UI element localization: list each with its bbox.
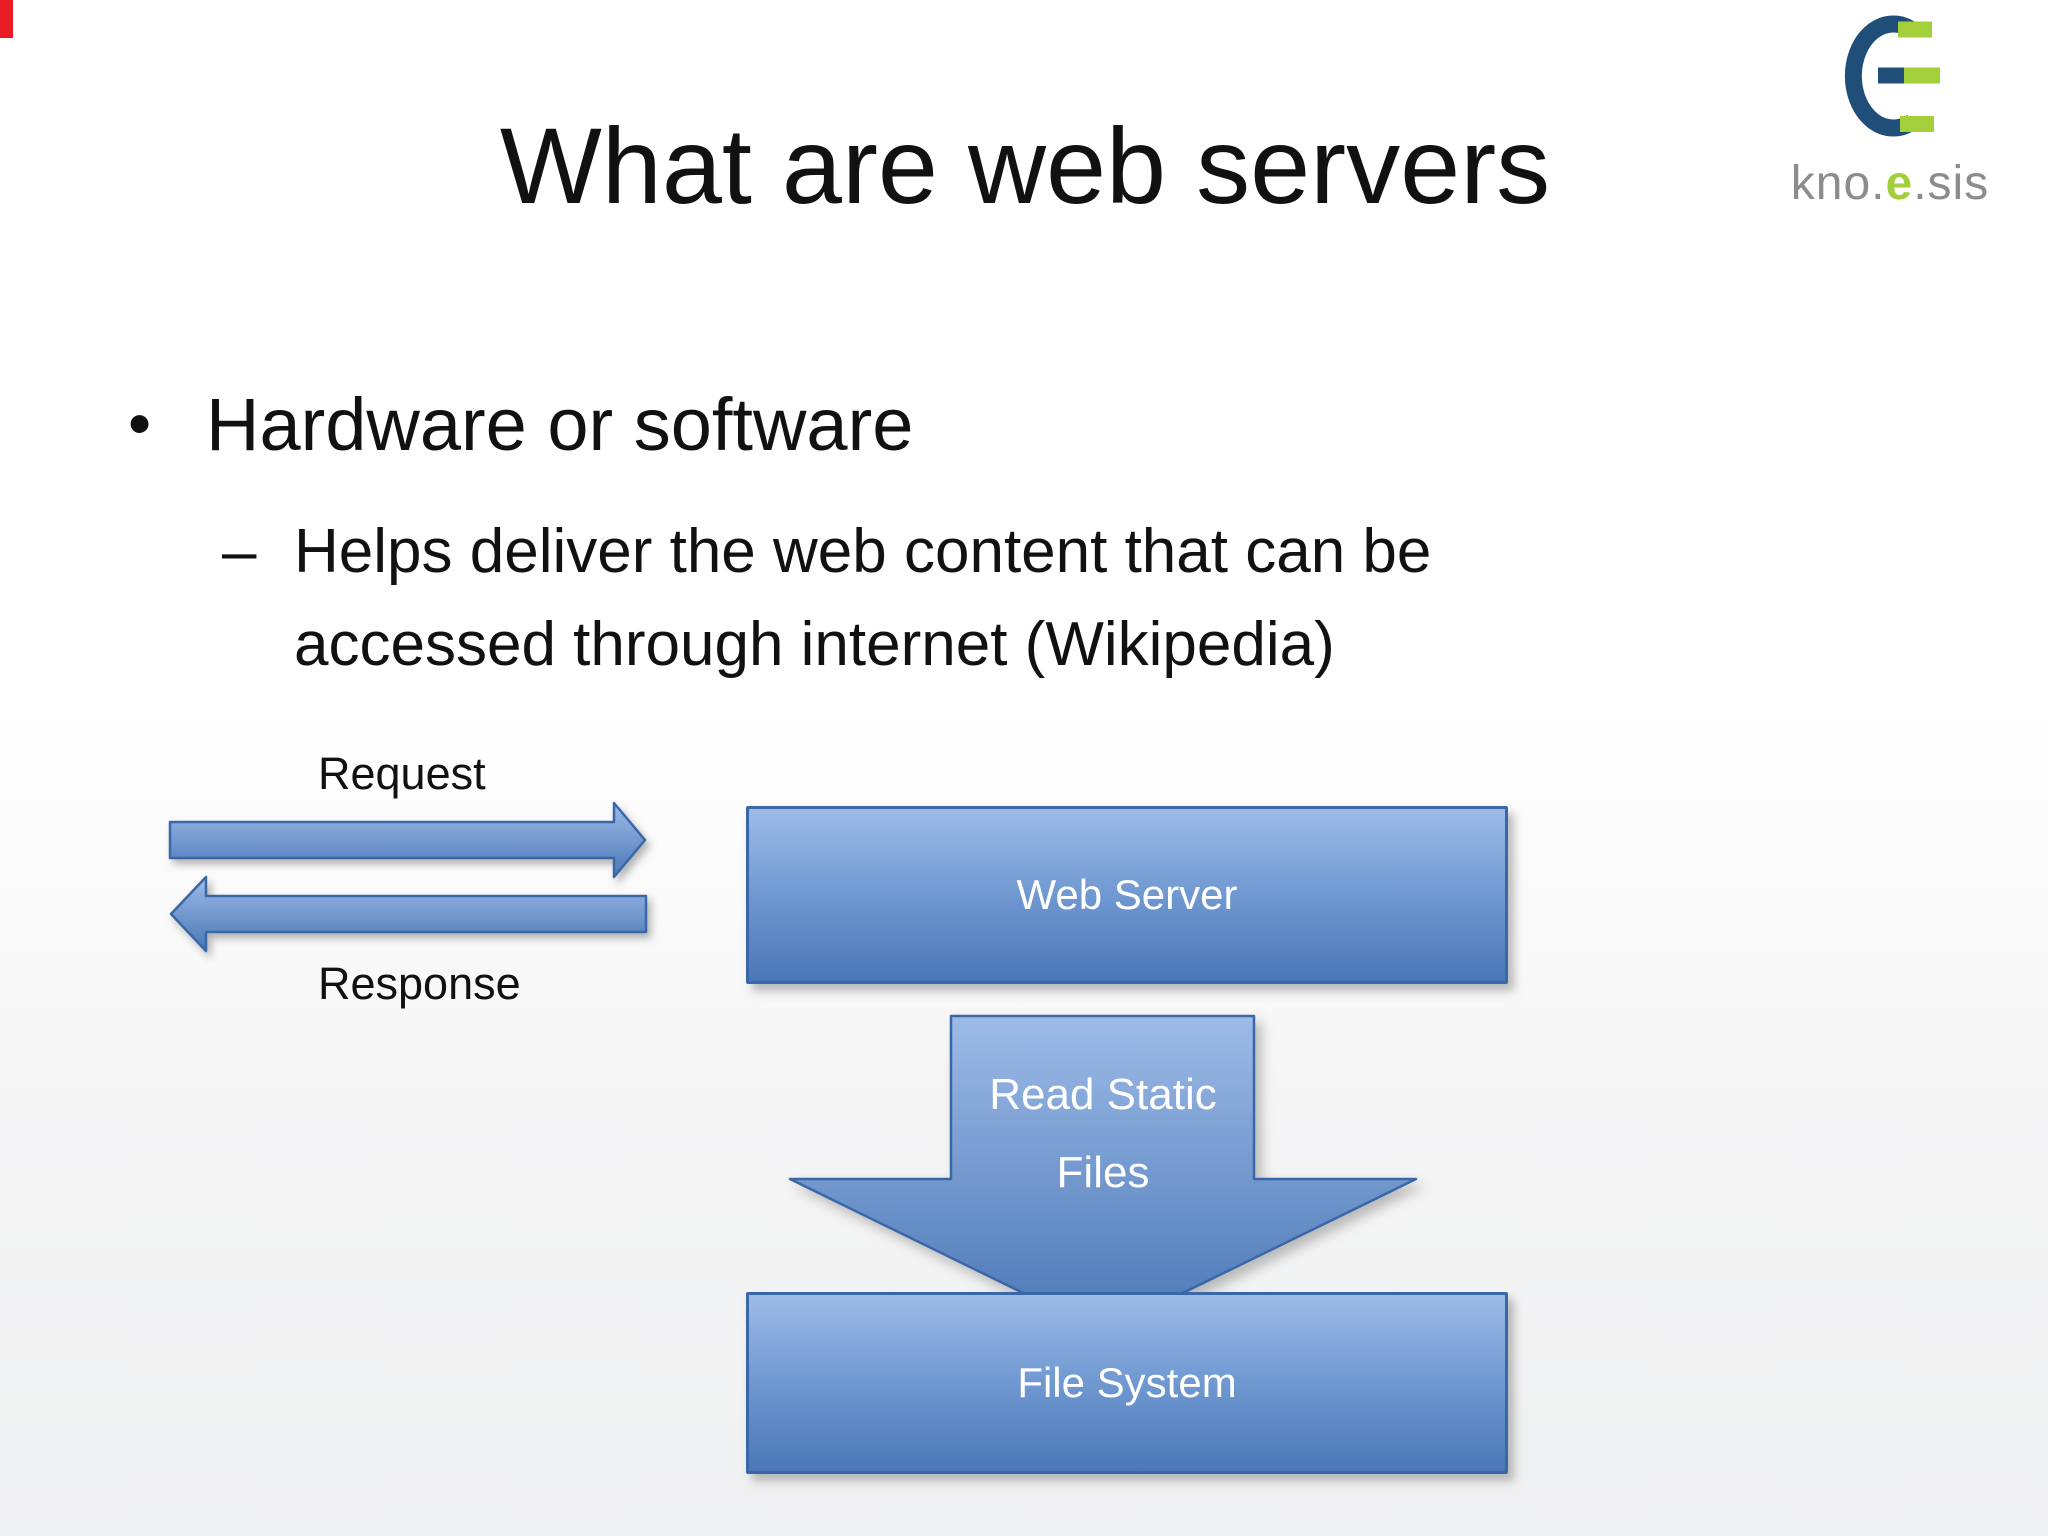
response-label: Response [318,958,521,1009]
response-arrow-icon [169,875,648,953]
logo-text-part: .sis [1913,157,1990,210]
read-arrow-line-2: Files [1056,1148,1150,1197]
file-system-box-label: File System [1017,1359,1237,1406]
bullet-marker: • [128,386,152,460]
web-server-box-label: Web Server [1016,871,1238,918]
bullet-sub-line-1: Helps deliver the web content that can b… [294,517,1432,586]
file-system-box: File System [746,1292,1508,1474]
knoesis-logo-text: kno.e.sis [1740,156,2040,211]
read-static-files-arrow-icon [788,1014,1418,1334]
read-static-files-arrow-text: Read Static Files [950,1056,1256,1212]
read-arrow-line-1: Read Static [989,1070,1217,1119]
knoesis-logo: kno.e.sis [1740,10,2040,211]
slide-title: What are web servers [499,105,1551,226]
bullet-sub-text: Helps deliver the web content that can b… [294,505,1431,691]
bullet-sub-line-2: accessed through internet (Wikipedia) [294,610,1335,679]
request-label: Request [318,748,486,799]
web-server-box: Web Server [746,806,1508,984]
bullet-item-sub: – Helps deliver the web content that can… [222,505,1431,691]
red-accent-bar [0,0,13,38]
request-arrow-icon [168,801,647,879]
knoesis-logo-icon [1844,15,1940,137]
dash-marker: – [222,517,257,586]
logo-text-part: kno. [1790,157,1886,210]
bullet-main-text: Hardware or software [206,383,914,466]
bullet-item-main: • Hardware or software [128,382,913,467]
logo-text-green-e: e [1885,157,1914,210]
